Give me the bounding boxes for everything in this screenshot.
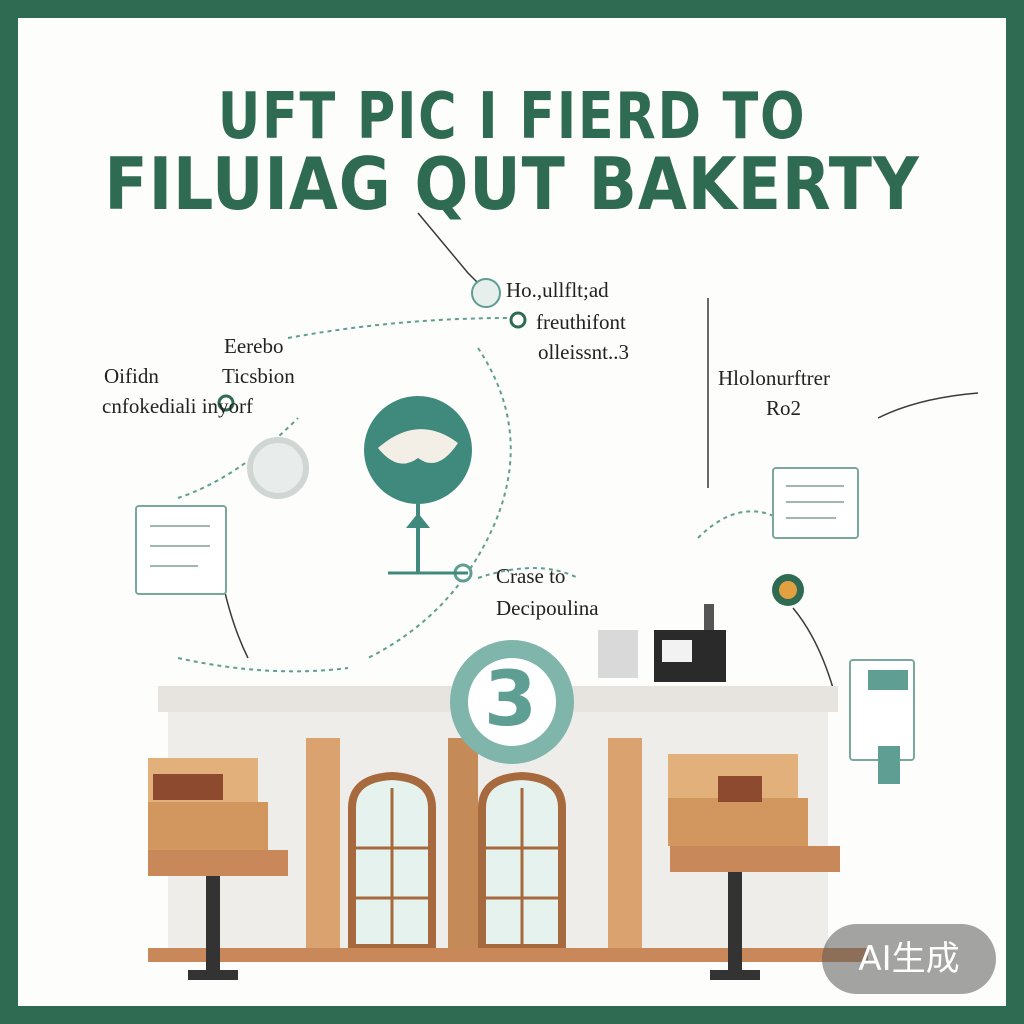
label-top-center-2: freuthifont [536, 310, 626, 334]
label-center-1: Crase to [496, 564, 566, 588]
label-left-mid-a: Oifidn [104, 364, 159, 388]
label-center-2: Decipoulina [496, 596, 599, 620]
title-line-2: FILUIAG QUT BAKERTY [104, 142, 920, 226]
step-number: 3 [484, 654, 537, 743]
poster: UFT PIC I FIERD TO FILUIAG QUT BAKERTY H… [18, 18, 1006, 1006]
title-line-1: UFT PIC I FIERD TO [217, 80, 807, 154]
bakery-illustration [135, 212, 979, 980]
label-right-upper: Hlolonurftrer [718, 366, 830, 390]
ai-generated-badge: AI生成 [822, 924, 996, 994]
label-top-center-1: Ho.,ullflt;ad [506, 278, 609, 302]
label-right-number: Ro2 [766, 396, 802, 420]
label-top-center-3: olleissnt..3 [538, 340, 630, 364]
label-left-lower: cnfokediali inyorf [102, 394, 254, 418]
label-left-mid-b: Ticsbion [222, 364, 295, 388]
label-left-upper: Eerebo [224, 334, 284, 358]
